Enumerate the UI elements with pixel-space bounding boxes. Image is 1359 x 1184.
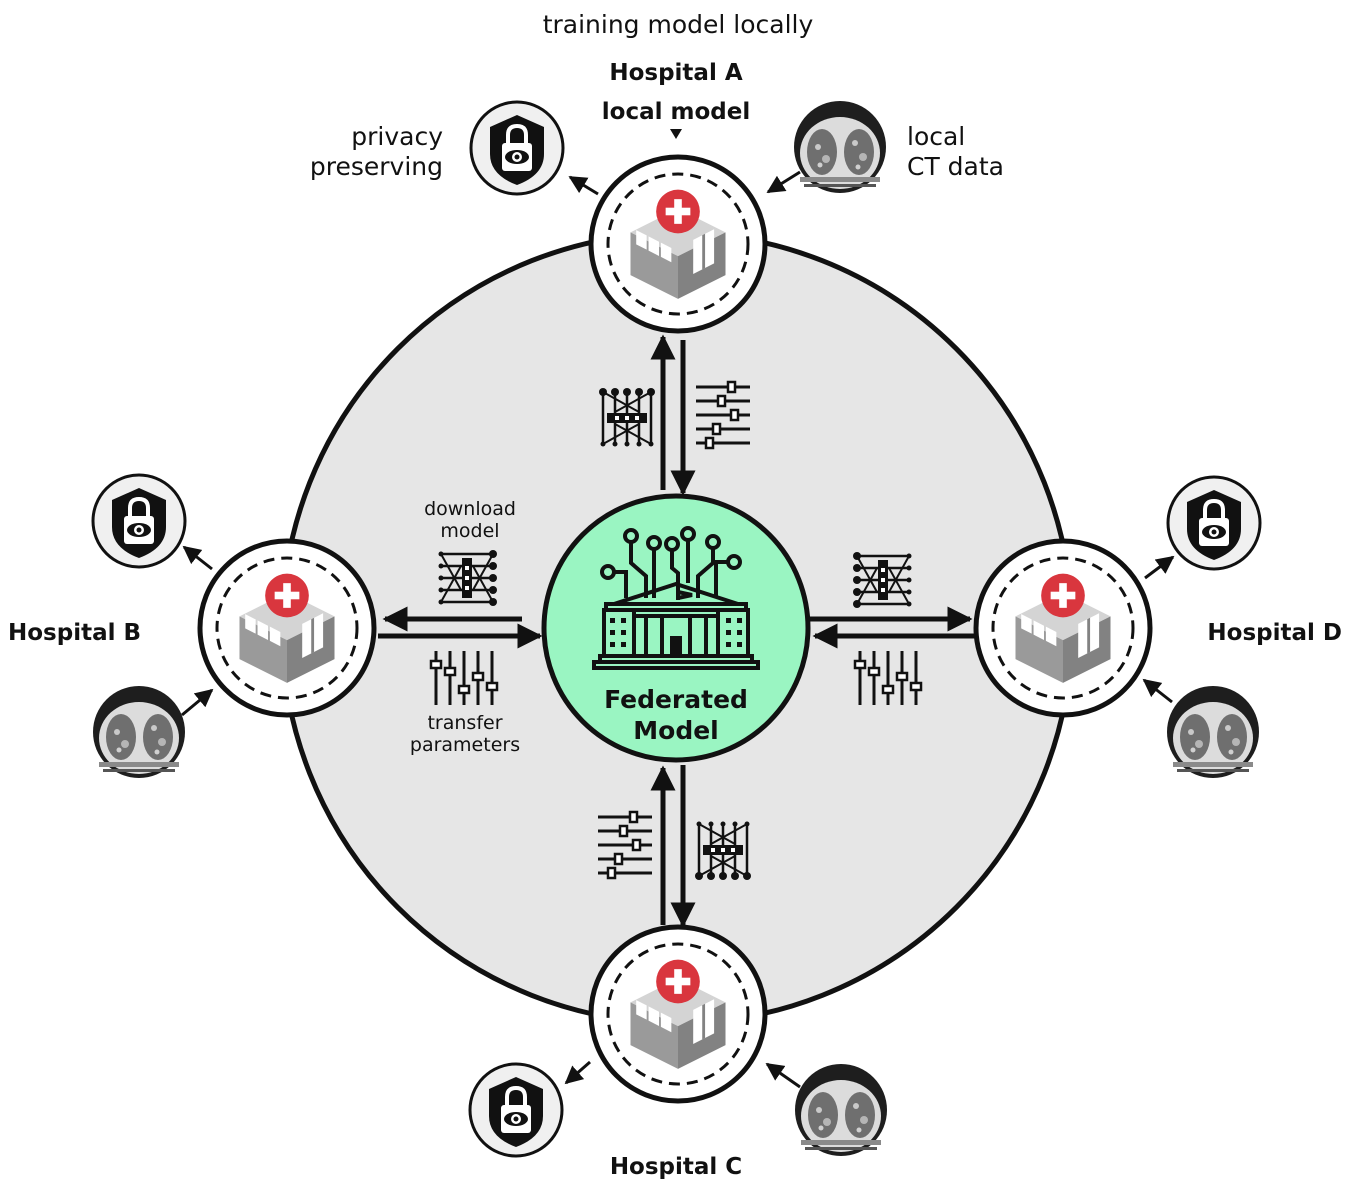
- hospital-d-label: Hospital D: [1207, 620, 1342, 646]
- federated-model-node[interactable]: Federated Model: [541, 493, 811, 763]
- hospital-c-label: Hospital C: [610, 1154, 742, 1180]
- arrow-a-to-center: [650, 334, 696, 496]
- shield-lock-eye-icon: [468, 1062, 564, 1158]
- hospital-d-node[interactable]: [973, 538, 1153, 718]
- arrow-b-to-center: [378, 606, 543, 649]
- hospital-b-label: Hospital B: [8, 620, 141, 646]
- shield-lock-eye-icon: [91, 473, 187, 569]
- arrow-c-to-center: [650, 765, 696, 928]
- center-title-line2: Model: [633, 716, 718, 745]
- privacy-label-line2: preserving: [310, 152, 443, 181]
- local-model-label: local model: [602, 99, 750, 125]
- transfer-label-line1: transfer: [427, 712, 502, 734]
- federated-institution-icon: [592, 526, 760, 670]
- center-title-line1: Federated: [604, 685, 748, 714]
- ct-scan-icon: [93, 686, 185, 778]
- hospital-c-node[interactable]: [588, 924, 768, 1104]
- local-model-pointer: [670, 129, 682, 139]
- ct-scan-icon: [795, 1064, 887, 1156]
- ct-scan-icon: [1167, 686, 1259, 778]
- transfer-label-line2: parameters: [410, 734, 520, 756]
- ct-label-line2: CT data: [907, 152, 1004, 181]
- download-label-line2: model: [440, 520, 499, 542]
- small-arrows: [181, 170, 1175, 1089]
- ct-scan-icon: [794, 101, 886, 193]
- hospital-b-node[interactable]: [197, 538, 377, 718]
- shield-lock-eye-icon: [469, 100, 565, 196]
- shield-lock-eye-icon: [1166, 475, 1262, 571]
- caption-training-locally: training model locally: [543, 10, 814, 39]
- hospital-a-node[interactable]: [588, 154, 768, 334]
- hospital-a-label: Hospital A: [609, 60, 742, 86]
- ct-label-line1: local: [907, 122, 965, 151]
- privacy-label-line1: privacy: [351, 122, 443, 151]
- arrow-d-to-center: [810, 606, 975, 649]
- download-label-line1: download: [424, 498, 516, 520]
